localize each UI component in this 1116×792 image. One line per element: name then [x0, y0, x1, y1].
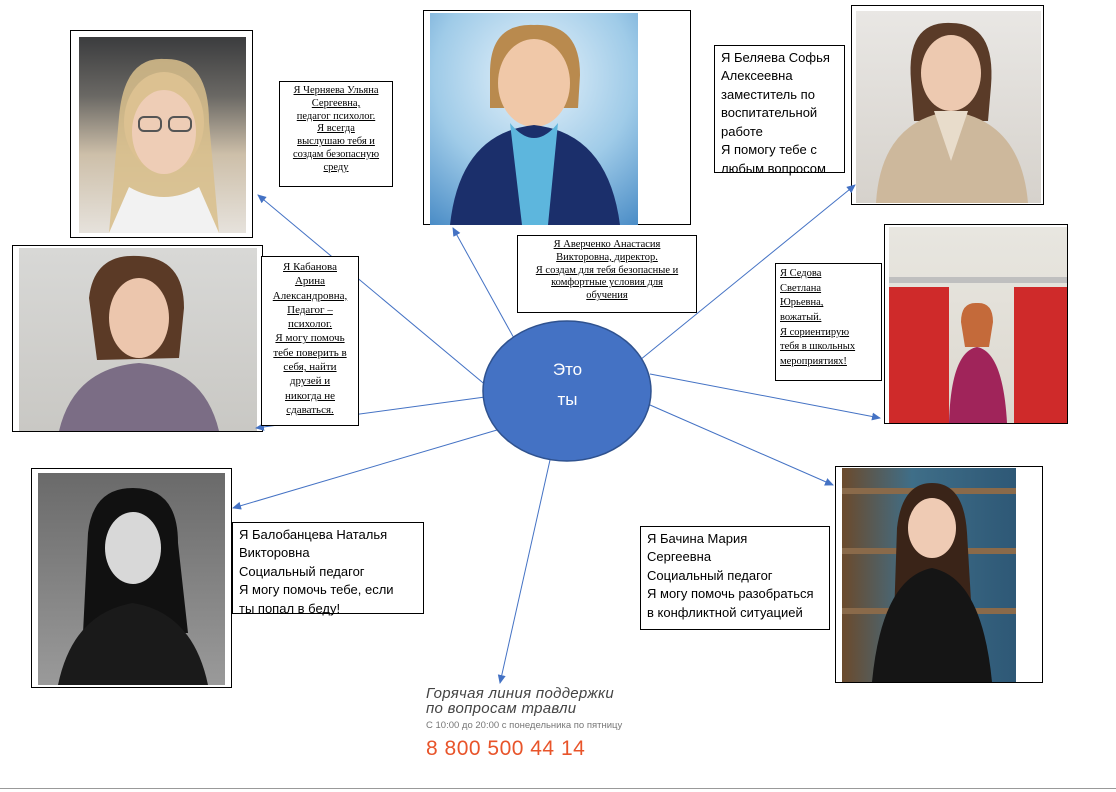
caption-bachina: Я Бачина Мария Сергеевна Социальный педа…: [640, 526, 830, 630]
arrow-to-sedova: [649, 373, 881, 421]
caption-averchenko: Я Аверченко Анастасия Викторовна, директ…: [517, 235, 697, 313]
portrait-sedova: [889, 227, 1067, 423]
hotline-phone[interactable]: 8 800 500 44 14: [426, 737, 586, 760]
caption-chernyaeva-text: Я Черняева Ульяна Сергеевна, педагог пси…: [292, 85, 380, 173]
caption-chernyaeva: Я Черняева Ульяна Сергеевна, педагог пси…: [279, 81, 393, 187]
caption-sedova: Я Седова Светлана Юрьевна, вожатый. Я со…: [775, 263, 882, 381]
caption-balobantseva-text: Я Балобанцева Наталья Викторовна Социаль…: [239, 527, 394, 616]
portrait-averchenko: [430, 13, 638, 225]
caption-kabanova: Я Кабанова Арина Александровна, Педагог …: [261, 256, 359, 426]
arrow-to-bachina: [649, 404, 834, 486]
caption-bachina-text: Я Бачина Мария Сергеевна Социальный педа…: [647, 531, 814, 620]
center-circle: [482, 320, 652, 462]
photo-kabanova: [12, 245, 263, 432]
photo-averchenko: [423, 10, 691, 225]
caption-belyaeva-text: Я Беляева Софья Алексеевна заместитель п…: [721, 50, 830, 176]
photo-bachina: [835, 466, 1043, 683]
caption-balobantseva: Я Балобанцева Наталья Викторовна Социаль…: [232, 522, 424, 616]
portrait-balobantseva: [38, 473, 225, 685]
hotline-block: Горячая линия поддержки по вопросам трав…: [426, 686, 726, 761]
arrow-to-averchenko: [452, 227, 516, 341]
center-label: Это ты: [485, 355, 650, 415]
hotline-hours: С 10:00 до 20:00 с понедельника по пятни…: [426, 720, 623, 731]
bottom-divider: [0, 788, 1116, 789]
arrow-to-hotline: [497, 459, 551, 684]
photo-belyaeva: [851, 5, 1044, 205]
caption-sedova-text: Я Седова Светлана Юрьевна, вожатый. Я со…: [780, 268, 856, 368]
portrait-bachina: [842, 468, 1016, 682]
portrait-belyaeva: [856, 11, 1041, 203]
photo-chernyaeva: [70, 30, 253, 238]
photo-sedova: [884, 224, 1068, 424]
caption-kabanova-text: Я Кабанова Арина Александровна, Педагог …: [272, 261, 348, 416]
arrow-to-belyaeva: [639, 184, 856, 361]
center-line1: Это: [552, 360, 583, 379]
hotline-title-line2: по вопросам травли: [426, 700, 577, 717]
hotline-title-line1: Горячая линия поддержки: [426, 685, 615, 702]
arrow-to-balobantseva: [232, 429, 498, 510]
caption-belyaeva: Я Беляева Софья Алексеевна заместитель п…: [714, 45, 845, 176]
photo-balobantseva: [31, 468, 232, 688]
caption-averchenko-text: Я Аверченко Анастасия Викторовна, директ…: [535, 239, 679, 302]
center-line2: ты: [557, 390, 578, 409]
arrow-to-chernyaeva: [257, 194, 495, 393]
portrait-kabanova: [19, 248, 257, 431]
portrait-chernyaeva: [79, 37, 246, 233]
